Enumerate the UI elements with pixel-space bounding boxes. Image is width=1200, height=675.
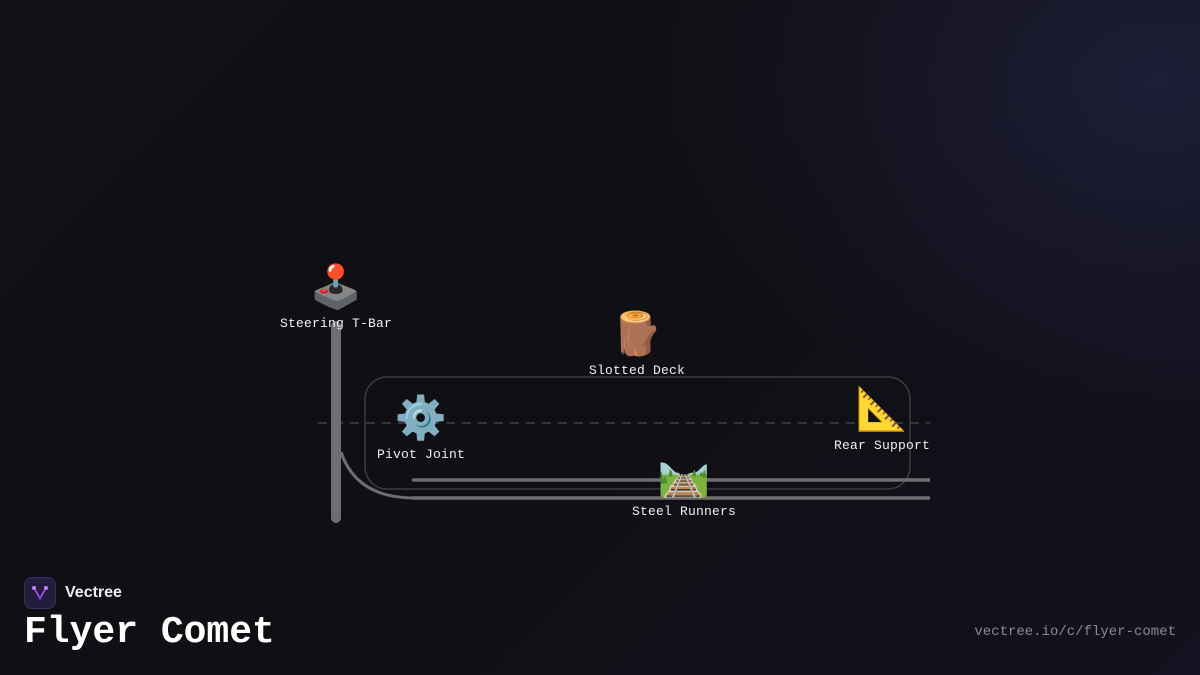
node-slotted-deck: 🪵 Slotted Deck [589, 309, 685, 378]
node-pivot-joint: ⚙️ Pivot Joint [377, 393, 465, 462]
node-rear-support: 📐 Rear Support [834, 384, 930, 453]
node-steering-tbar: 🕹️ Steering T-Bar [280, 262, 392, 331]
pivot-joint-label: Pivot Joint [376, 447, 466, 462]
steering-tbar-label: Steering T-Bar [279, 316, 393, 331]
vectree-logo-icon [24, 577, 56, 609]
deck-outline [364, 376, 911, 490]
slotted-deck-label: Slotted Deck [588, 363, 686, 378]
steel-runners-label: Steel Runners [631, 504, 737, 519]
source-url[interactable]: vectree.io/c/flyer-comet [974, 624, 1176, 640]
brand: Vectree [24, 577, 122, 609]
wood-log-icon: 🪵 [610, 309, 664, 358]
triangular-ruler-icon: 📐 [855, 384, 909, 433]
gear-icon: ⚙️ [394, 393, 448, 442]
rear-support-label: Rear Support [833, 438, 931, 453]
brand-name: Vectree [65, 584, 122, 601]
joystick-icon: 🕹️ [309, 262, 363, 311]
page-title: Flyer Comet [24, 611, 275, 654]
railway-track-icon: 🛤️ [657, 450, 711, 499]
node-steel-runners: 🛤️ Steel Runners [632, 450, 736, 519]
front-runner-curve [339, 451, 413, 500]
